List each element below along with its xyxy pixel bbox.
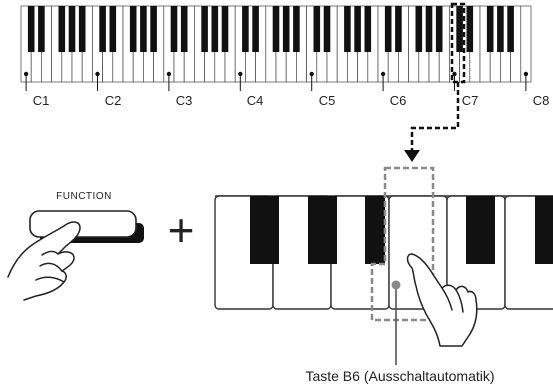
overview-white-key [520,5,532,83]
overview-black-key [140,6,147,52]
black-key-1[interactable] [250,196,279,264]
overview-black-key [38,6,45,52]
overview-black-key [415,6,423,52]
overview-black-key [425,6,433,52]
overview-c-marker [523,71,529,77]
overview-black-key [180,6,188,52]
callout-dot [391,280,401,290]
black-key-5[interactable] [535,196,553,264]
black-key-4[interactable] [466,196,495,264]
octave-label-c8: C8 [533,93,550,108]
overview-black-key [78,6,86,52]
overview-black-key [354,6,361,52]
overview-black-key [456,6,463,52]
overview-black-key [384,6,392,52]
overview-black-key [364,6,372,52]
overview-black-key [201,6,208,52]
overview-black-key [507,6,514,52]
overview-black-key [313,6,321,52]
octave-label-c7: C7 [462,93,479,108]
overview-black-key [323,6,331,52]
overview-black-key [221,6,229,52]
overview-black-key [466,6,474,52]
leader-dashed-line [410,82,460,150]
overview-black-key [395,6,402,52]
overview-black-key [109,6,117,52]
overview-black-key [150,6,157,52]
overview-black-key [282,6,290,52]
overview-c-marker [238,71,243,77]
overview-black-key [242,6,249,52]
plus-sign: + [168,204,195,256]
overview-c-marker [309,71,314,77]
overview-black-key [170,6,178,52]
black-key-3[interactable] [365,196,385,264]
overview-black-key [486,6,494,52]
overview-black-key [252,6,259,52]
hand-icon [7,221,81,301]
overview-c-marker [23,71,29,77]
overview-c-marker [380,71,386,77]
overview-c-marker [166,71,172,77]
overview-black-key [293,6,300,52]
overview-black-key [58,6,66,52]
keyboard-overview [20,5,532,91]
overview-black-key [497,6,504,52]
overview-c-marker [95,71,100,77]
octave-label-c4: C4 [247,93,264,108]
octave-labels: C1 C2 C3 C4 C5 C6 C7 C8 [33,93,550,108]
octave-label-c2: C2 [105,93,122,108]
function-button-group: FUNCTION [7,191,144,301]
overview-c-markers [23,71,529,91]
overview-black-key [211,6,219,52]
octave-label-c1: C1 [33,93,50,108]
octave-label-c3: C3 [176,93,193,108]
overview-white-keys [20,5,532,83]
function-button-label: FUNCTION [56,191,112,202]
overview-black-key [27,6,35,52]
b6-highlight-outline [370,166,435,322]
callout-label: Taste B6 (Ausschaltautomatik) [305,368,494,384]
overview-black-key [129,6,137,52]
pressing-hand-icon [406,253,478,347]
octave-label-c6: C6 [390,93,407,108]
overview-black-key [68,6,76,52]
overview-black-key [344,6,351,52]
keyboard-zoomed [214,166,553,322]
function-button[interactable] [29,210,137,238]
leader-arrow-head [404,150,420,162]
overview-black-key [272,6,280,52]
overview-black-key [435,6,443,52]
black-key-2[interactable] [308,196,337,264]
octave-label-c5: C5 [319,93,336,108]
overview-black-key [99,6,106,52]
overview-black-keys [27,6,514,52]
overview-c-marker [452,71,457,77]
